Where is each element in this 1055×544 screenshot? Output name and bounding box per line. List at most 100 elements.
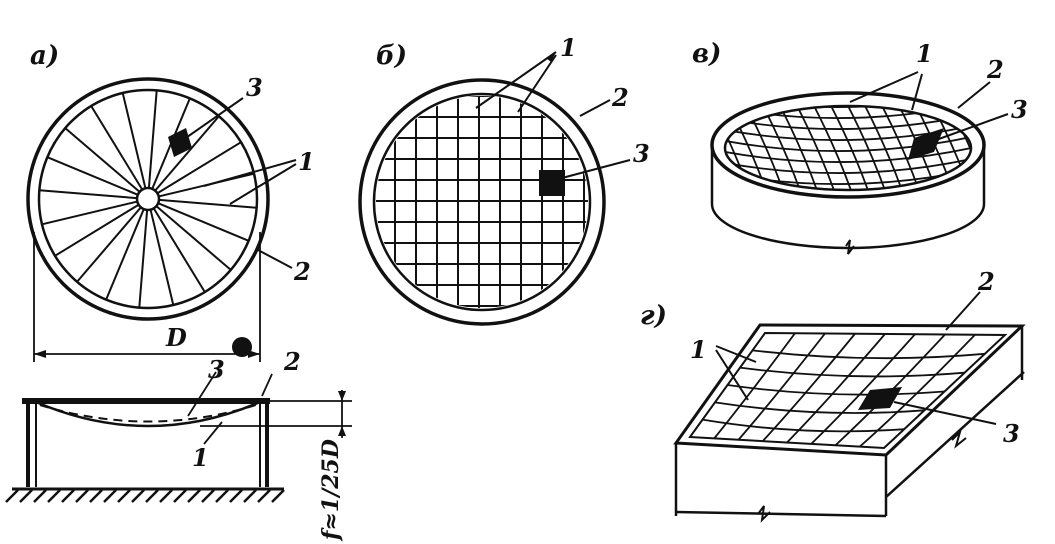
leader-2-sec [261,373,273,397]
panel-d: г) 1 2 3 [640,267,1026,523]
net-cable-b [725,135,971,152]
box-bottom-front [675,510,887,518]
leader-3-d [893,401,997,425]
inner-ring-a [37,88,259,310]
hatch-stroke [5,489,19,503]
section-view-a: f≈1/25D 3 2 1 [5,347,352,542]
label-3-a: 3 [246,73,263,102]
hatch-stroke [187,489,201,503]
box-bottom-right [885,371,1025,498]
panel-b: б) 1 2 3 [358,33,650,326]
break-mark-d1 [757,505,771,523]
net-cable-b [725,157,971,174]
net-cable-longitudinal [727,384,945,396]
leader-2-a [257,249,293,269]
leader-1-sec [203,421,223,445]
break-mark-d2 [951,428,967,449]
outer-ring-b [358,78,606,326]
sag-label: f≈1/25D [318,439,344,542]
box-top-inner [688,331,1008,450]
dim-arrow-left [34,350,46,358]
net-cable-transverse [859,334,976,448]
label-3-b: 3 [633,139,650,168]
radial-cable [156,141,242,195]
section-cable [35,400,261,428]
inner-ring-b [372,92,592,312]
net-cable-longitudinal [702,418,905,433]
hatch-stroke [131,489,145,503]
label-1-a: 1 [298,147,315,176]
net-cable-transverse [713,333,796,439]
leader-3-sec [187,371,217,417]
dim-arrow-right [248,350,260,358]
radial-cable [138,209,149,308]
label-3-sec: 3 [208,355,225,384]
hatch-stroke [201,489,215,503]
leader-1b-b [517,54,557,113]
panel-c: в) 1 2 3 [692,39,1028,255]
leader-2-d [945,291,981,331]
net-cable-a [810,106,854,190]
net-cable-longitudinal [714,401,925,414]
leader-3-a [179,97,244,143]
leader-2-c [957,81,991,109]
hatch-stroke [89,489,103,503]
panel-b-letter: б) [376,41,407,71]
net-cable-b [725,124,971,141]
label-1-d: 1 [690,335,707,364]
radial-cable [64,127,141,193]
hatch-stroke [75,489,89,503]
roof-panel-b [539,170,565,196]
hatch-stroke [19,489,33,503]
label-3-c: 3 [1011,95,1028,124]
roof-panel-c [908,128,944,160]
roof-panel-a [168,128,192,157]
leader-1a-d [715,345,757,363]
box-top-outer [673,323,1026,457]
hatch-stroke [229,489,243,503]
radial-cable [54,203,140,257]
sag-arrow-bottom [338,426,346,436]
panel-a: а) 3 1 2 D [5,41,352,542]
hatch-stroke [215,489,229,503]
label-2-c: 2 [986,55,1004,84]
leader-1b-a [229,163,297,205]
radial-cable [121,92,147,189]
net-cable-b [725,106,971,108]
label-2-sec: 2 [283,347,301,376]
net-cable-transverse [786,333,886,444]
hatch-stroke [47,489,61,503]
radial-cables-a [39,90,257,308]
hatch-stroke [173,489,187,503]
leader-1-b-arrow [546,52,556,62]
leader-3-c [935,113,1009,141]
hatch-stroke [103,489,117,503]
radial-cable [41,200,138,226]
label-1-sec: 1 [192,443,209,472]
radial-cable [90,105,144,191]
radial-cable [39,189,138,200]
net-cable-longitudinal [739,366,965,378]
ink-blot [232,337,252,357]
net-cable-a [844,106,888,190]
label-1-c: 1 [916,39,933,68]
radial-cable [157,202,250,242]
net-cable-longitudinal [752,349,985,360]
outer-ring-a [26,77,270,321]
leader-1a-a [203,159,297,187]
radial-cable [149,209,175,306]
label-2-d: 2 [977,267,995,296]
label-2-a: 2 [293,257,311,286]
label-3-d: 3 [1003,419,1020,448]
radial-cable [152,207,206,293]
label-1-b: 1 [560,33,577,62]
panel-c-letter: в) [692,39,721,69]
radial-cable [46,156,139,196]
dim-label-d: D [165,323,187,352]
central-ring-a [135,186,161,212]
panel-a-letter: а) [30,41,59,71]
leader-1b-c [911,73,923,111]
hatch-stroke [145,489,159,503]
ground-hatch [5,489,285,503]
hatch-stroke [33,489,47,503]
